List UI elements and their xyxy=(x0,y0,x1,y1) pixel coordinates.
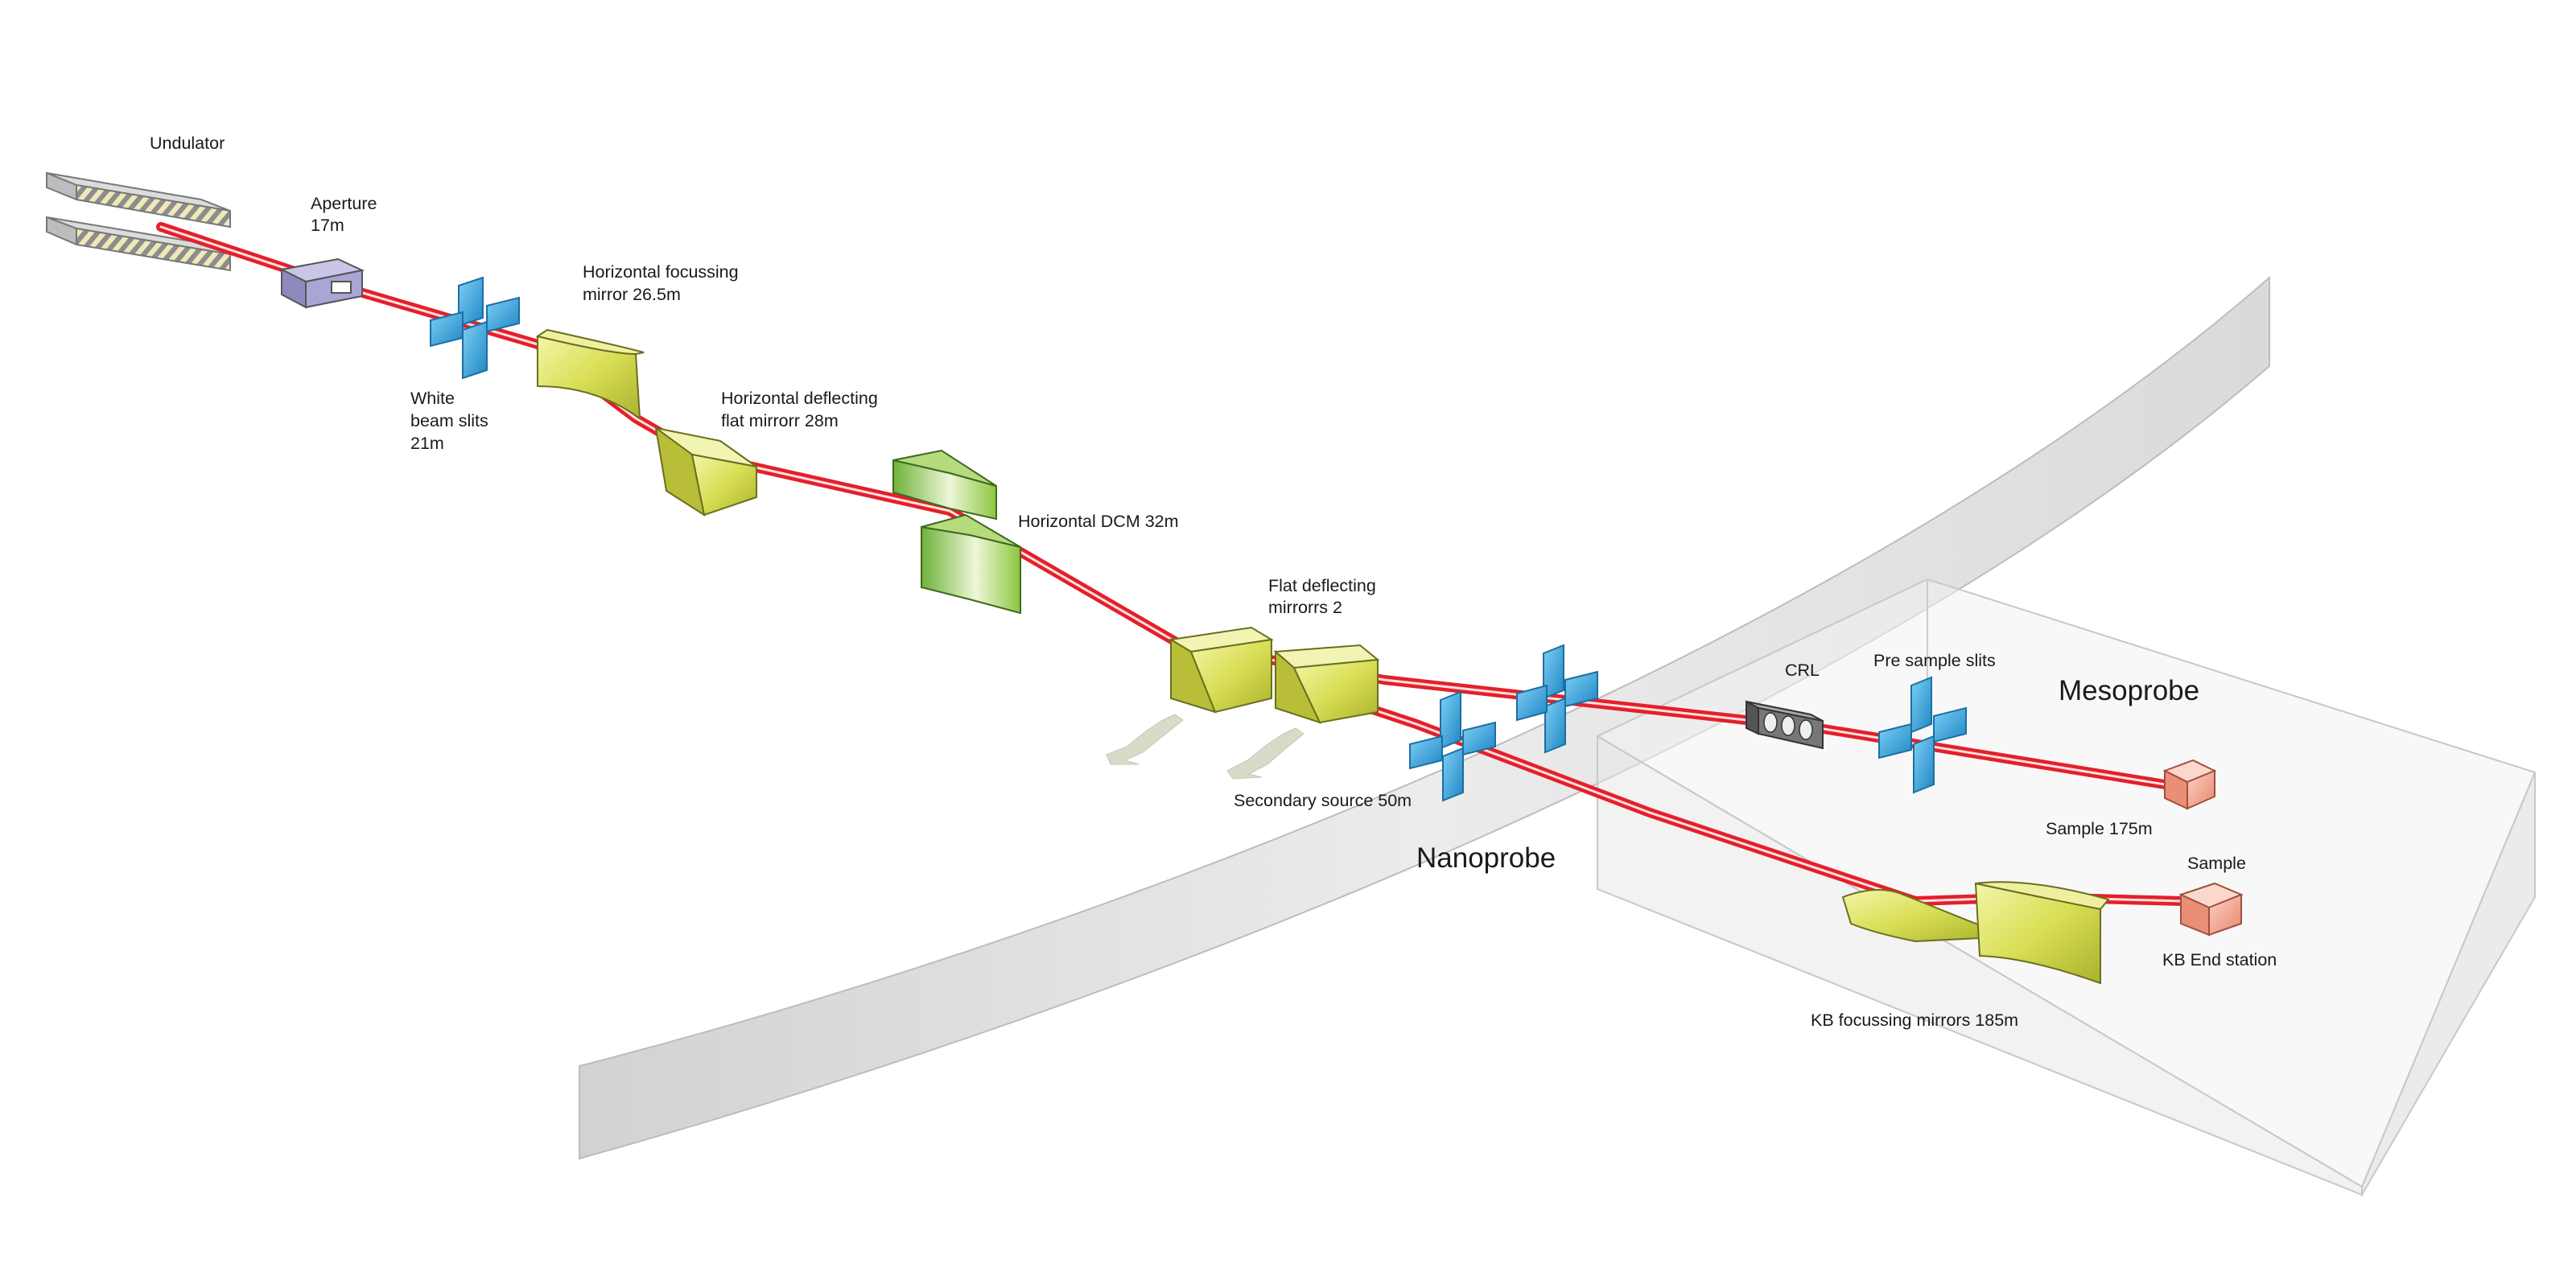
label-undulator: Undulator xyxy=(150,134,225,153)
label-mesoprobe: Mesoprobe xyxy=(2059,675,2199,706)
label-aperture: Aperture xyxy=(311,194,377,213)
label-fdm-2: mirrorrs 2 xyxy=(1268,598,1342,617)
secondary-source-slits xyxy=(1409,690,1496,802)
label-slits-distance: 21m xyxy=(410,434,444,453)
shielding-wall xyxy=(579,275,2270,1160)
label-dcm: Horizontal DCM 32m xyxy=(1018,512,1179,531)
label-slits-2: beam slits xyxy=(410,411,488,430)
nanoprobe-sample xyxy=(2178,882,2244,937)
label-sample-meso: Sample 175m xyxy=(2046,819,2153,838)
horizontal-focussing-mirror xyxy=(535,328,645,421)
label-pre-sample-slits: Pre sample slits xyxy=(1873,651,1996,670)
label-hfm: Horizontal focussing xyxy=(583,262,739,282)
label-hfm-distance: mirror 26.5m xyxy=(583,285,681,304)
label-hdf: Horizontal deflecting xyxy=(721,389,878,408)
label-hdf-distance: flat mirrorr 28m xyxy=(721,411,839,430)
horizontal-deflecting-mirror xyxy=(654,426,757,517)
crl-lens-stack xyxy=(1745,700,1824,750)
pre-sample-slits xyxy=(1878,676,1967,794)
white-beam-slits xyxy=(430,276,520,380)
label-secondary-source: Secondary source 50m xyxy=(1234,791,1412,810)
label-nanoprobe: Nanoprobe xyxy=(1416,842,1556,874)
component-labels: Undulator Aperture 17m Horizontal focuss… xyxy=(150,134,2277,1030)
kb-focussing-mirrors xyxy=(1841,881,2110,985)
flat-deflecting-mirrors xyxy=(1168,626,1380,724)
label-fdm: Flat deflecting xyxy=(1268,576,1376,595)
undulator xyxy=(46,171,231,272)
translation-arrows xyxy=(1106,714,1304,780)
label-kb-end-station: KB End station xyxy=(2162,950,2277,969)
mesoprobe-upper-slits xyxy=(1516,644,1598,754)
label-kb-mirrors: KB focussing mirrors 185m xyxy=(1811,1011,2018,1030)
label-sample-nano: Sample xyxy=(2187,854,2246,873)
label-crl: CRL xyxy=(1785,661,1820,680)
mesoprobe-sample xyxy=(2162,759,2217,810)
label-slits: White xyxy=(410,389,455,408)
label-aperture-distance: 17m xyxy=(311,216,344,235)
experimental-hutch xyxy=(1595,578,2537,1198)
aperture xyxy=(278,257,365,309)
horizontal-dcm xyxy=(892,449,1021,615)
